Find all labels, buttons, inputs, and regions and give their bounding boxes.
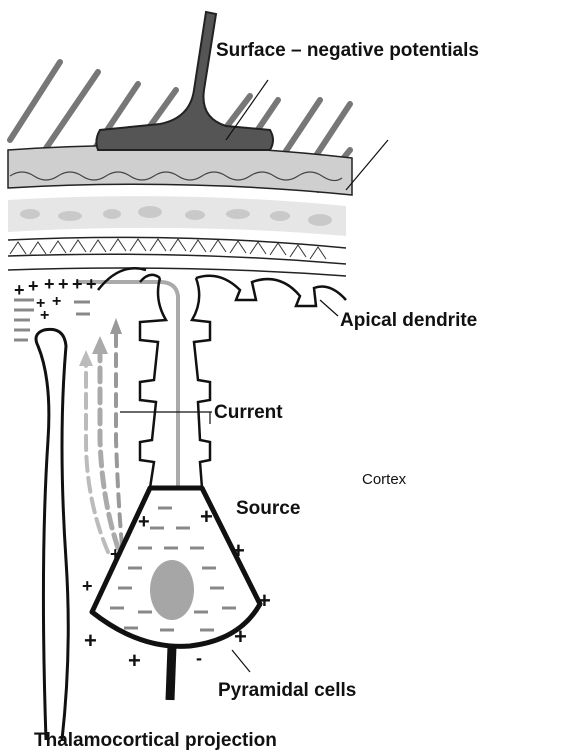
label-pyramidal-cells: Pyramidal cells bbox=[218, 680, 356, 701]
thalamocortical-axon bbox=[36, 329, 68, 740]
plus-sign: + bbox=[40, 307, 49, 324]
plus-sign: + bbox=[138, 511, 150, 533]
apical-branch-left bbox=[98, 268, 160, 290]
label-apical-dendrite: Apical dendrite bbox=[340, 310, 477, 331]
nucleus bbox=[150, 560, 194, 620]
dura-line-bottom bbox=[8, 254, 346, 264]
plus-sign: + bbox=[234, 624, 247, 649]
plus-sign: + bbox=[128, 648, 141, 673]
plus-sign: + bbox=[14, 280, 25, 300]
plus-sign: + bbox=[28, 276, 39, 296]
minus-sign: - bbox=[196, 648, 202, 668]
current-arrow-return-2 bbox=[86, 362, 108, 552]
plus-sign: + bbox=[82, 576, 93, 596]
label-surface-negative-potentials: Surface – negative potentials bbox=[216, 40, 479, 61]
electrode bbox=[96, 12, 273, 150]
plus-sign: + bbox=[86, 274, 97, 294]
plus-sign: + bbox=[84, 628, 97, 653]
plus-sign: + bbox=[232, 538, 245, 563]
label-thalamocortical-projection: Thalamocortical projection bbox=[34, 730, 277, 751]
plus-sign: + bbox=[44, 274, 55, 294]
plus-sign: + bbox=[110, 544, 121, 564]
plus-sign: + bbox=[58, 274, 69, 294]
plus-sign: + bbox=[72, 274, 83, 294]
plus-sign: + bbox=[52, 293, 61, 310]
plus-sign: + bbox=[200, 504, 213, 529]
label-source: Source bbox=[236, 498, 300, 519]
scalp-layer bbox=[8, 146, 352, 196]
label-cortex: Cortex bbox=[362, 471, 407, 488]
label-current: Current bbox=[214, 402, 283, 423]
apical-dendrite bbox=[140, 278, 210, 488]
current-arrow-return-3 bbox=[116, 330, 122, 546]
pyramidal-axon bbox=[170, 646, 172, 700]
plus-sign: + bbox=[258, 588, 271, 613]
apical-branches bbox=[196, 276, 346, 306]
